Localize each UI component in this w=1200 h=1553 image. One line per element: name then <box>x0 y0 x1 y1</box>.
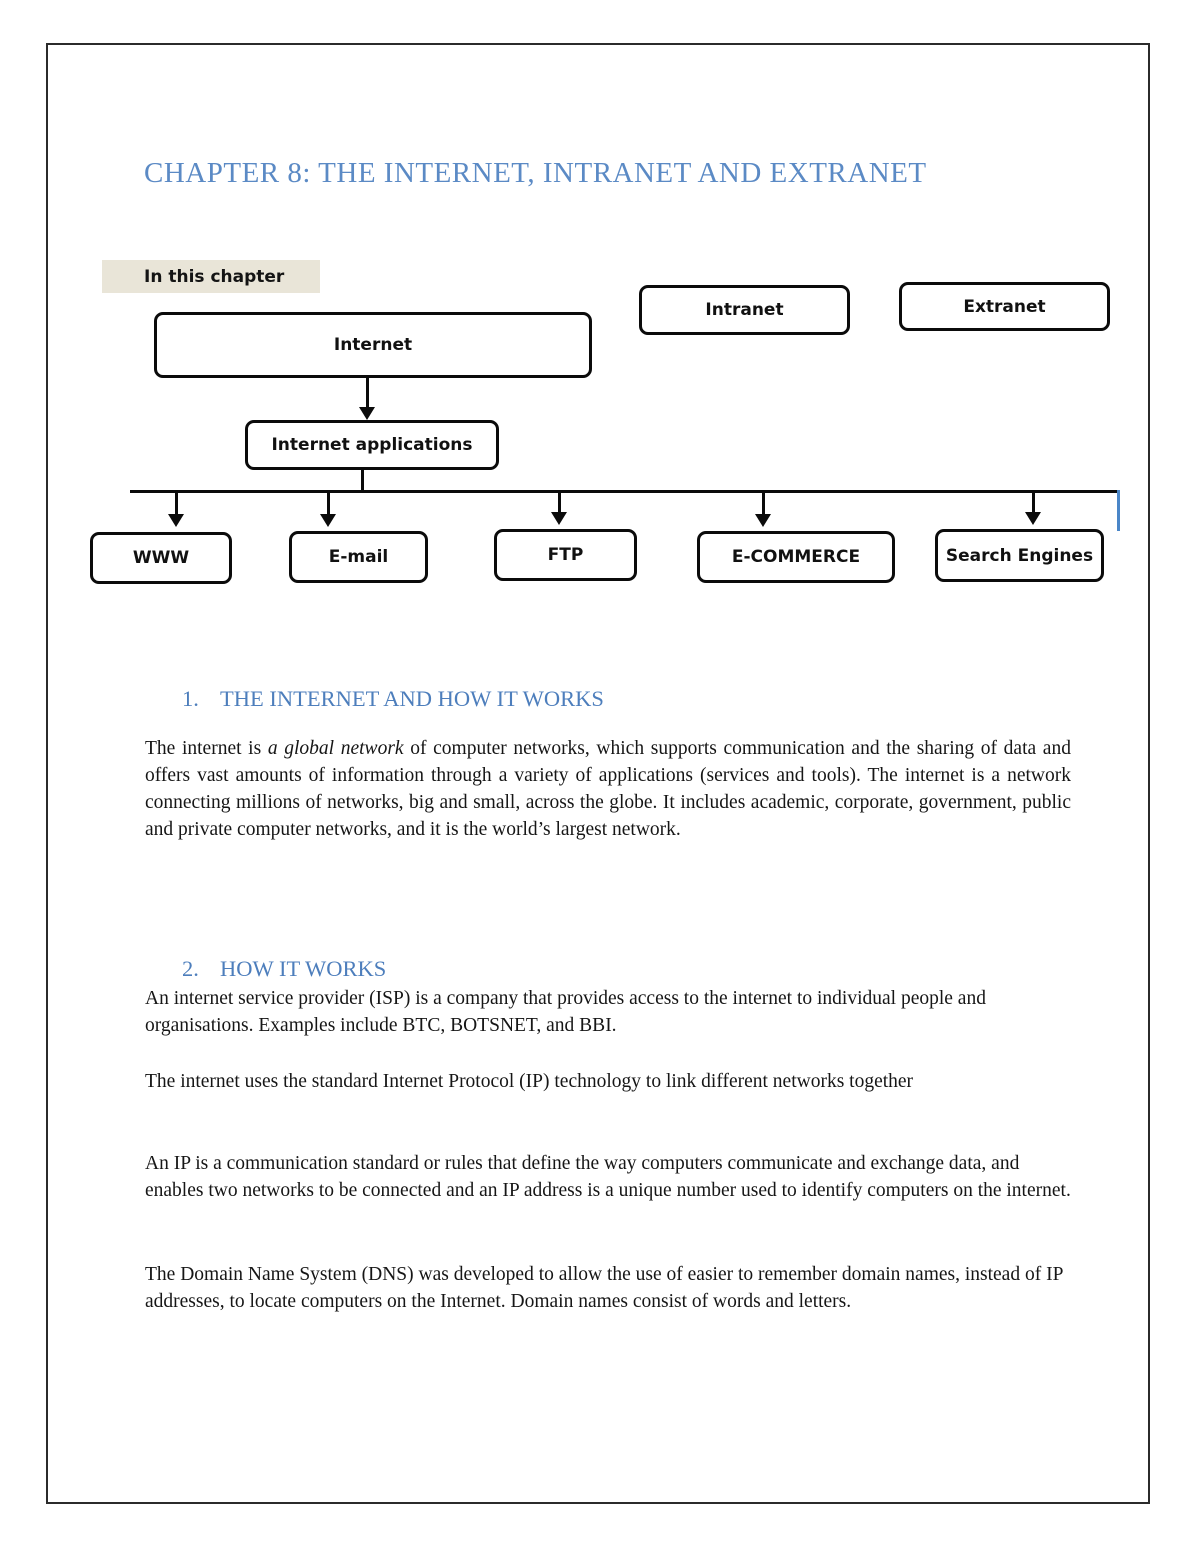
paragraph-intro-after: of computer networks, which supports com… <box>145 738 1071 840</box>
section-1-title: THE INTERNET AND HOW IT WORKS <box>220 686 604 711</box>
paragraph-ip-technology: The internet uses the standard Internet … <box>145 1071 914 1092</box>
connector-internet-to-applications-line <box>366 378 369 409</box>
paragraph-dns: The Domain Name System (DNS) was develop… <box>145 1264 1063 1312</box>
diagram-box-ftp: FTP <box>494 529 637 581</box>
arrow-down-icon <box>755 514 771 527</box>
paragraph-intro-italic: a global network <box>267 738 404 759</box>
diagram-box-search-engines: Search Engines <box>935 529 1104 582</box>
connector-drop-www <box>175 492 178 515</box>
arrow-down-icon <box>551 512 567 525</box>
arrow-down-icon <box>320 514 336 527</box>
arrow-down-icon <box>359 407 375 420</box>
paragraph-ip-standard: An IP is a communication standard or rul… <box>145 1153 1071 1201</box>
diagram-box-internet: Internet <box>154 312 592 378</box>
diagram-box-www: WWW <box>90 532 232 584</box>
in-this-chapter-text: In this chapter <box>144 266 285 287</box>
connector-drop-search-engines <box>1032 492 1035 515</box>
connector-blue-segment <box>1117 490 1120 531</box>
diagram-box-ecommerce: E-COMMERCE <box>697 531 895 583</box>
page-title: CHAPTER 8: THE INTERNET, INTRANET AND EX… <box>144 157 927 189</box>
connector-drop-ftp <box>558 492 561 515</box>
section-1-heading: 1. THE INTERNET AND HOW IT WORKS <box>182 686 604 712</box>
diagram-box-email: E-mail <box>289 531 428 583</box>
connector-drop-email <box>327 492 330 515</box>
in-this-chapter-label: In this chapter <box>102 260 320 293</box>
section-2-heading: 2. HOW IT WORKS <box>182 956 386 982</box>
section-1-number: 1. <box>182 686 199 711</box>
document-page: CHAPTER 8: THE INTERNET, INTRANET AND EX… <box>46 43 1150 1504</box>
paragraph-intro: The internet is a global network of comp… <box>145 735 1071 843</box>
paragraph-intro-before: The internet is <box>145 738 268 759</box>
section-2-title: HOW IT WORKS <box>220 956 387 981</box>
diagram-box-internet-applications: Internet applications <box>245 420 499 470</box>
diagram-box-intranet: Intranet <box>639 285 850 335</box>
paragraph-isp: An internet service provider (ISP) is a … <box>145 988 986 1036</box>
arrow-down-icon <box>168 514 184 527</box>
arrow-down-icon <box>1025 512 1041 525</box>
connector-drop-ecommerce <box>762 492 765 515</box>
connector-branch-line <box>130 490 1120 493</box>
connector-applications-stub-line <box>361 470 364 492</box>
diagram-box-extranet: Extranet <box>899 282 1110 331</box>
section-2-number: 2. <box>182 956 199 981</box>
